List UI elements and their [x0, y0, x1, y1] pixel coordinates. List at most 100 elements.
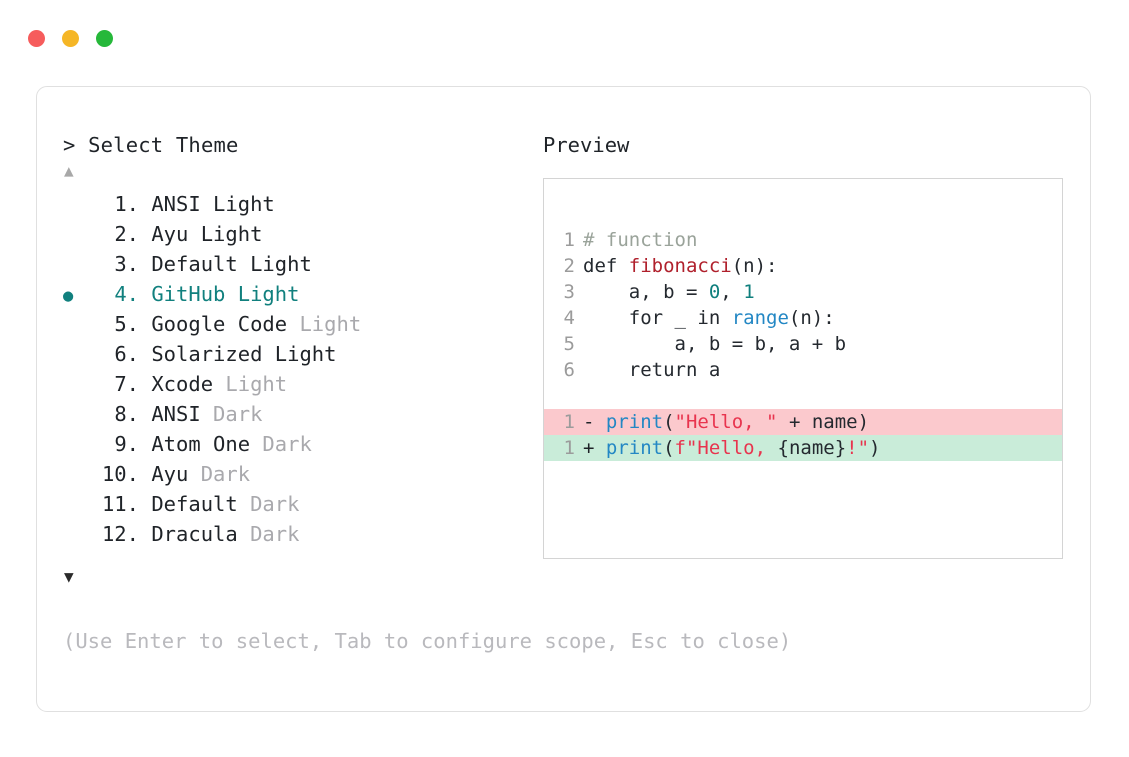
code-token: range — [731, 307, 789, 329]
theme-item-gap — [139, 309, 151, 339]
theme-item-variant: Dark — [200, 402, 263, 426]
theme-item-name: Ayu Light — [151, 222, 263, 246]
code-token: fibonacci — [628, 255, 732, 277]
scroll-up-icon[interactable]: ▲ — [64, 161, 74, 180]
theme-item-index: 3. — [114, 252, 139, 276]
theme-list-item[interactable]: ●2. Ayu Light — [63, 219, 533, 249]
theme-item-name: Dracula — [151, 522, 238, 546]
close-button[interactable] — [28, 30, 45, 47]
scroll-down-icon[interactable]: ▼ — [64, 567, 74, 586]
code-token: # function — [583, 229, 698, 251]
theme-item-name: GitHub Light — [151, 282, 300, 306]
theme-item-name: Solarized Light — [151, 342, 337, 366]
theme-item-name: Default Light — [151, 252, 312, 276]
theme-list-item[interactable]: ● 9. Atom One Dark — [63, 429, 533, 459]
code-line: 3 a, b = 0, 1 — [561, 279, 1062, 305]
selection-dot-icon: ● — [63, 221, 89, 251]
theme-list-item[interactable]: ●8. ANSI Dark — [63, 399, 533, 429]
theme-list-item[interactable]: ●6. Solarized Light — [63, 339, 533, 369]
minimize-button[interactable] — [62, 30, 79, 47]
code-token: 1 — [743, 281, 755, 303]
theme-item-gap — [139, 189, 151, 219]
line-number: 6 — [563, 359, 575, 381]
selection-dot-icon: ● — [63, 251, 89, 281]
maximize-button[interactable] — [96, 30, 113, 47]
theme-item-variant: Light — [287, 312, 362, 336]
theme-item-variant: Dark — [250, 432, 312, 456]
window-controls — [28, 30, 113, 47]
line-number: 4 — [563, 307, 575, 329]
code-token: "Hello, " — [674, 411, 778, 433]
theme-item-variant: Dark — [237, 522, 300, 546]
theme-item-gap — [139, 279, 151, 309]
selection-dot-icon: ● — [63, 461, 89, 491]
diff-lines: 1- print("Hello, " + name)1+ print(f"Hel… — [544, 409, 1062, 461]
code-token: ( — [663, 437, 675, 459]
theme-list-item[interactable]: ●12. Dracula Dark — [63, 519, 533, 549]
line-number: 1 — [563, 229, 575, 251]
code-token: print — [605, 411, 664, 433]
code-token: return a — [583, 359, 721, 381]
selection-dot-icon: ● — [63, 191, 89, 221]
selection-dot-icon: ● — [63, 286, 74, 306]
theme-item-gap — [139, 369, 151, 399]
theme-list-item[interactable]: ●5. Google Code Light — [63, 309, 533, 339]
theme-item-index: 4. — [114, 282, 139, 306]
code-token: 0 — [708, 281, 721, 303]
diff-line-add: 1+ print(f"Hello, {name}!") — [544, 435, 1062, 461]
code-token: , — [720, 281, 744, 303]
theme-item-index: 5. — [114, 312, 139, 336]
code-token: for _ in — [583, 307, 732, 329]
code-token: !" — [846, 437, 870, 459]
code-token: f"Hello, — [674, 437, 778, 459]
theme-item-name: ANSI Light — [151, 192, 275, 216]
theme-item-gap — [139, 249, 151, 279]
prompt-line: > Select Theme — [63, 131, 533, 159]
code-line: 4 for _ in range(n): — [561, 305, 1062, 331]
code-token: ) — [869, 437, 881, 459]
prompt-caret-icon: > — [63, 133, 76, 157]
theme-item-index: 10. — [101, 462, 139, 486]
line-number: 2 — [563, 255, 575, 277]
theme-item-name: Atom One — [151, 432, 251, 456]
page-title: Select Theme — [88, 133, 239, 157]
theme-item-variant: Light — [213, 372, 288, 396]
theme-list-item[interactable]: ● 3. Default Light — [63, 249, 533, 279]
theme-item-gap — [139, 489, 151, 519]
theme-item-index: 9. — [114, 432, 139, 456]
theme-item-index: 12. — [101, 522, 139, 546]
theme-item-name: ANSI — [151, 402, 201, 426]
code-line: 6 return a — [561, 357, 1062, 383]
theme-item-gap — [139, 399, 151, 429]
line-number: 3 — [563, 281, 575, 303]
line-number: 1 — [563, 437, 575, 459]
theme-item-variant: Dark — [237, 492, 300, 516]
theme-list-item[interactable]: ● 4. GitHub Light — [63, 279, 533, 309]
diff-sign: - — [583, 411, 606, 433]
theme-list-item[interactable]: ●7. Xcode Light — [63, 369, 533, 399]
theme-item-index: 1. — [114, 192, 139, 216]
theme-selector-card: > Select Theme ▲ ● 1. ANSI Light ●2. Ayu L… — [36, 86, 1091, 712]
theme-item-gap — [139, 219, 151, 249]
selection-dot-icon: ● — [63, 491, 89, 521]
theme-list-item[interactable]: ● 1. ANSI Light — [63, 189, 533, 219]
theme-item-name: Xcode — [151, 372, 214, 396]
line-number: 5 — [563, 333, 575, 355]
preview-label: Preview — [543, 133, 630, 157]
line-number: 1 — [563, 411, 575, 433]
selection-dot-icon: ● — [63, 371, 89, 401]
theme-list-item[interactable]: ●11. Default Dark — [63, 489, 533, 519]
selection-dot-icon: ● — [63, 341, 89, 371]
code-token: def — [583, 255, 629, 277]
theme-item-name: Default — [151, 492, 238, 516]
code-token: a, b = b, a + b — [583, 333, 847, 355]
theme-list-item[interactable]: ●10. Ayu Dark — [63, 459, 533, 489]
theme-item-gap — [139, 429, 151, 459]
diff-line-del: 1- print("Hello, " + name) — [544, 409, 1062, 435]
theme-item-index: 8. — [114, 402, 139, 426]
selection-dot-icon: ● — [63, 431, 89, 461]
